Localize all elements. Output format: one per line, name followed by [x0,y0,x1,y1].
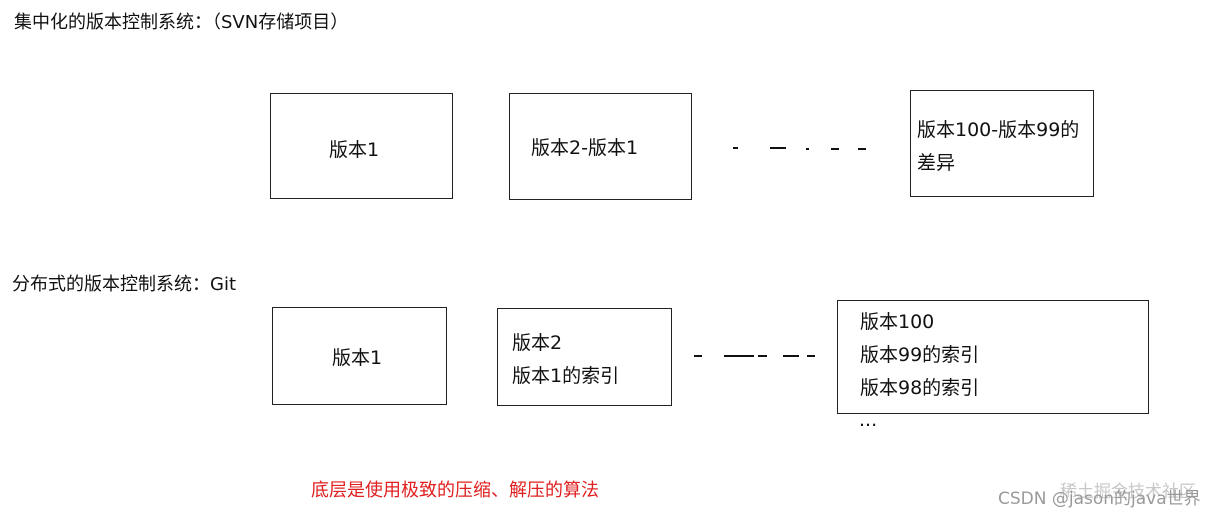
distributed-box-version-1: 版本1 [272,307,447,405]
dash-connector [758,355,767,357]
watermark: CSDN @jason的java世界 [998,489,1201,509]
box-text: 版本100 [860,311,935,333]
algorithm-note: 底层是使用极致的压缩、解压的算法 [311,480,599,501]
dash-connector [733,147,738,149]
dash-connector [858,148,866,150]
dash-connector [831,148,839,150]
box-text: 版本1的索引 [512,365,620,387]
dash-connector [806,148,809,150]
watermark-logo-text: 稀土掘金技术社区 [1060,482,1196,502]
box-text: 差异 [917,152,956,174]
distributed-ellipsis: ... [859,409,878,431]
box-text: 版本1 [329,139,380,161]
box-text: 版本100-版本99的 [917,119,1080,141]
distributed-box-version-2-index: 版本2 版本1的索引 [497,308,672,406]
box-text: 版本99的索引 [860,344,980,366]
centralized-title: 集中化的版本控制系统：（SVN存储项目） [14,12,349,33]
box-text: 版本2 [512,332,563,354]
box-text: 版本1 [332,347,383,369]
dash-connector [724,355,754,357]
dash-connector [694,355,702,357]
box-text: 版本2-版本1 [531,137,639,159]
dash-connector [807,355,815,357]
centralized-box-version-1: 版本1 [270,93,453,199]
centralized-box-version-100-diff: 版本100-版本99的 差异 [910,90,1094,197]
dash-connector [770,147,786,149]
dash-connector [783,355,799,357]
distributed-box-version-100-index: 版本100 版本99的索引 版本98的索引 [837,300,1149,414]
box-text: 版本98的索引 [860,377,980,399]
centralized-box-version-2-diff: 版本2-版本1 [509,93,692,200]
distributed-title: 分布式的版本控制系统：Git [12,274,237,295]
